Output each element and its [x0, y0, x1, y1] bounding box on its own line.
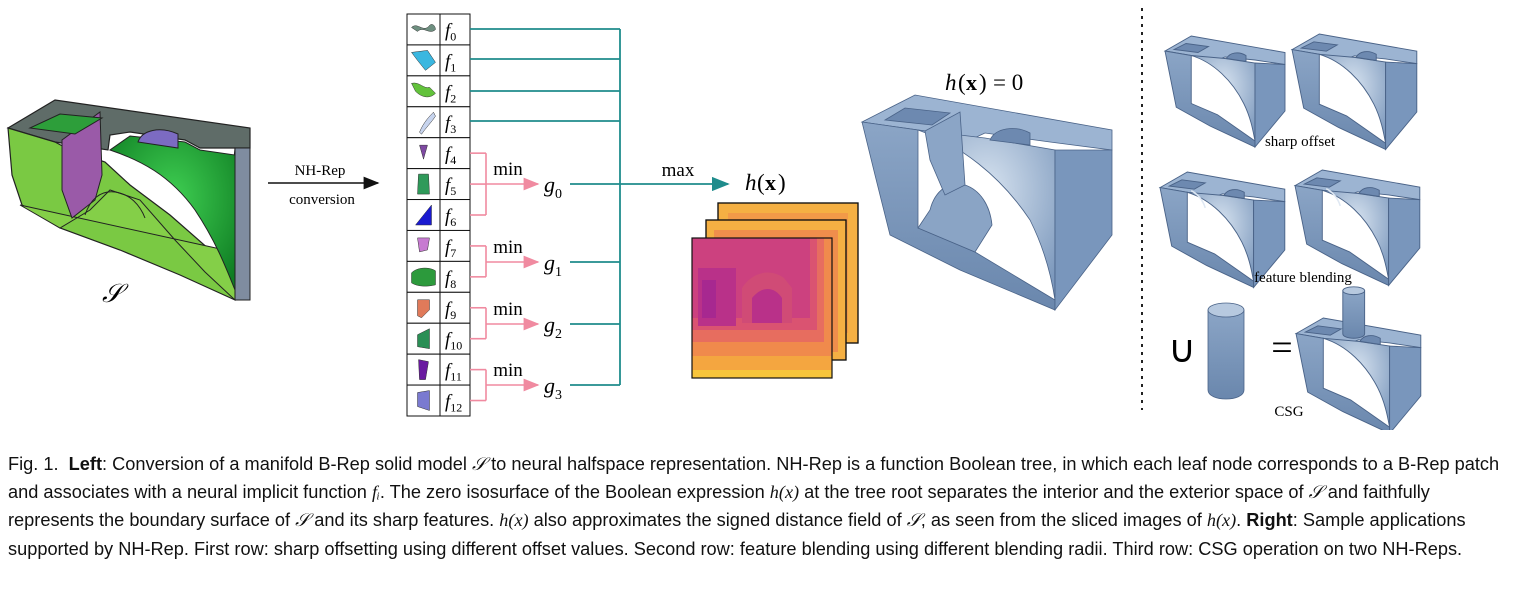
isosurface-model [860, 94, 1113, 312]
math-hx: h(x) [1206, 510, 1237, 531]
math-s: 𝒮 [472, 454, 487, 474]
right-heading: Right [1246, 510, 1293, 531]
small-model [1158, 171, 1286, 289]
math-fi: fᵢ [371, 482, 380, 503]
caption-text: at the tree root separates the interior … [799, 482, 1309, 503]
caption-text: . The zero isosurface of the Boolean exp… [379, 482, 770, 503]
conversion-label-2: conversion [289, 192, 355, 208]
figure-caption: Fig. 1. Left: Conversion of a manifold B… [8, 450, 1508, 563]
application-models [1158, 33, 1422, 430]
svg-text:x: x [765, 170, 776, 195]
caption-text: : Sample applications supported by NH-Re… [8, 510, 1466, 559]
caption-text: also approximates the signed distance fi… [528, 510, 907, 531]
patch-icon [417, 390, 430, 411]
leaf-icon-cell [406, 44, 441, 77]
svg-text:(: ( [958, 70, 966, 95]
min-label: min [493, 159, 523, 180]
math-hx: h(x) [499, 510, 529, 531]
svg-text:(: ( [757, 170, 765, 195]
small-model [1294, 286, 1422, 430]
patch-icon [411, 50, 436, 71]
leaf-label-cell [439, 168, 471, 201]
min-label: min [493, 237, 523, 258]
leaf-label-cell [439, 322, 471, 355]
math-hx: h(x) [769, 482, 800, 503]
caption-text: and faithfully represents the boundary s… [8, 482, 1430, 531]
csg-label: CSG [1274, 404, 1303, 420]
leaf-label-cell [439, 106, 471, 139]
leaf-label: f0 [445, 20, 456, 43]
caption-text: and its sharp features. [309, 510, 500, 531]
equals-symbol: = [1271, 327, 1292, 369]
h-label: h ( x ) [745, 170, 786, 195]
fig-number: Fig. 1. [8, 454, 59, 474]
patch-icon [411, 82, 436, 98]
leaf-label: f1 [445, 51, 456, 74]
patch-icon [417, 237, 430, 253]
sharp-offset-label: sharp offset [1265, 134, 1336, 150]
leaf-icon-cell [406, 106, 441, 139]
max-label: max [662, 160, 695, 181]
small-model [1163, 35, 1286, 149]
svg-text:x: x [966, 70, 977, 95]
conversion-label-1: NH-Rep [295, 163, 346, 179]
small-model [1293, 169, 1421, 287]
leaf-label: f5 [445, 175, 456, 198]
leaf-label: f4 [445, 144, 456, 167]
leaf-label-cell [439, 384, 471, 417]
max-tree [470, 28, 730, 386]
caption-text: : Conversion of a manifold B-Rep solid m… [102, 454, 472, 474]
csg-cylinder [1207, 302, 1245, 400]
patch-icon [414, 204, 432, 226]
group-label: g1 [544, 250, 562, 280]
caption-text: , as seen from the sliced images of [920, 510, 1207, 531]
brep-solid [6, 99, 251, 301]
patch-icon [411, 267, 436, 287]
group-label: g0 [544, 172, 562, 202]
sdf-slices [691, 202, 859, 379]
caption-text: . [1236, 510, 1247, 531]
min-groups: min g0 min g1 min g2 min g3 [470, 152, 562, 403]
small-model [1290, 33, 1418, 151]
isosurface-label: h ( x ) = 0 [945, 70, 1023, 95]
min-label: min [493, 299, 523, 320]
svg-text:): ) [778, 170, 786, 195]
patch-icon [419, 111, 436, 135]
union-symbol: ∪ [1168, 329, 1196, 371]
leaf-label: f3 [445, 113, 456, 136]
solid-label: 𝒮 [102, 279, 129, 308]
patch-icon [418, 359, 429, 380]
leaf-label: f8 [445, 268, 456, 291]
figure-1: 𝒮 NH-Rep conversion f0 f1 f2 f3 f4 f5 f6 f7 f8 f9… [6, 8, 1422, 430]
patch-icon [419, 144, 428, 161]
leaf-label: f6 [445, 206, 456, 229]
math-s: 𝒮 [295, 510, 310, 531]
feature-blending-label: feature blending [1254, 270, 1352, 286]
left-heading: Left [68, 454, 102, 474]
leaf-label: f7 [445, 237, 456, 260]
leaf-label-cell [439, 260, 471, 293]
leaf-label-cell [439, 75, 471, 108]
svg-text:h: h [945, 70, 957, 95]
patch-icon [417, 328, 430, 349]
svg-text:): ) [979, 70, 987, 95]
min-label: min [493, 360, 523, 381]
math-s: 𝒮 [906, 510, 921, 531]
svg-text:h: h [745, 170, 757, 195]
math-s: 𝒮 [1308, 482, 1323, 503]
leaf-label: f9 [445, 299, 456, 322]
patch-icon [417, 299, 430, 319]
svg-text:= 0: = 0 [993, 70, 1023, 95]
group-label: g3 [544, 373, 562, 403]
leaf-label-cell [439, 13, 471, 46]
patch-icon [417, 173, 430, 195]
leaf-label: f2 [445, 82, 456, 105]
patch-icon [411, 24, 436, 32]
group-label: g2 [544, 312, 562, 342]
caption-text: to neural halfspace representation. NH-R… [8, 454, 1500, 503]
